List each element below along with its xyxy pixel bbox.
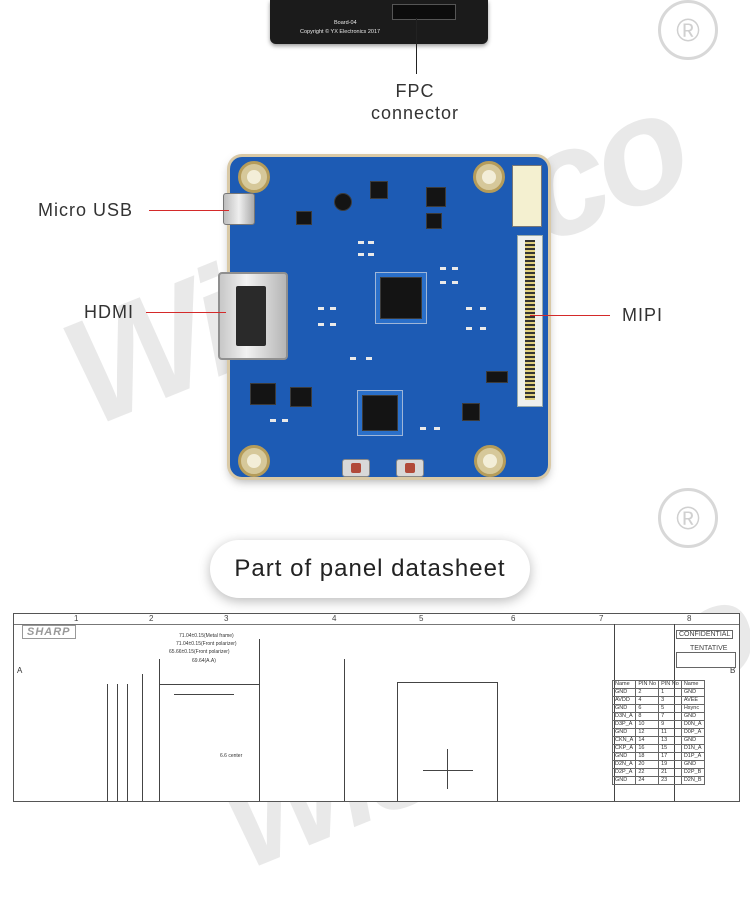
fpc-connector-label: FPC connector (370, 81, 460, 123)
mounting-hole (474, 445, 506, 477)
drawing-ruler: 1 2 3 4 5 6 7 8 (14, 614, 739, 625)
hdmi-label: HDMI (84, 302, 134, 322)
bridge-ic-chip (362, 395, 398, 431)
mipi-label: MIPI (622, 305, 664, 325)
dimension-text: 71.04±0.15(Front polarizer) (176, 641, 237, 647)
regulator-chip (426, 187, 446, 207)
dip-switch (512, 165, 542, 227)
mounting-hole (473, 161, 505, 193)
dimension-text: 65.66±0.15(Front polarizer) (169, 649, 230, 655)
main-ic-chip (380, 277, 422, 319)
regulator-chip (426, 213, 442, 229)
mipi-leader-line (530, 315, 610, 316)
inductor (334, 193, 352, 211)
small-chip (250, 383, 276, 405)
spec-notes-box (676, 652, 736, 668)
top-board-edge: Board-04 Copyright © YX Electronics 2017 (270, 0, 488, 44)
fpc-connector-socket (392, 4, 456, 20)
board-label: Board-04 (334, 20, 357, 26)
board-copyright: Copyright © YX Electronics 2017 (300, 29, 381, 35)
dimension-text: 6.6 center (220, 753, 243, 759)
micro-usb-label: Micro USB (38, 200, 134, 220)
registered-mark: ® (658, 0, 718, 60)
regulator-chip (462, 403, 480, 421)
registered-mark: ® (658, 488, 718, 548)
confidential-label: CONFIDENTIAL (676, 630, 734, 639)
regulator-chip (486, 371, 508, 383)
mounting-hole (238, 445, 270, 477)
push-button (396, 459, 424, 477)
micro-usb-leader-line (149, 210, 229, 211)
fpc-leader-line (416, 18, 417, 74)
sharp-logo: SHARP (22, 625, 76, 639)
hdmi-port (218, 272, 288, 360)
regulator-chip (296, 211, 312, 225)
tentative-label: TENTATIVE (690, 645, 728, 652)
dimension-text: 69.64(A.A) (192, 658, 216, 664)
inductor (370, 181, 388, 199)
small-chip (290, 387, 312, 407)
hdmi-leader-line (146, 312, 226, 313)
push-button (342, 459, 370, 477)
dimension-text: 71.04±0.15(Metal frame) (179, 633, 234, 639)
mipi-connector (517, 235, 543, 407)
micro-usb-port (223, 193, 255, 225)
section-title: Part of panel datasheet (210, 540, 530, 598)
mounting-hole (238, 161, 270, 193)
